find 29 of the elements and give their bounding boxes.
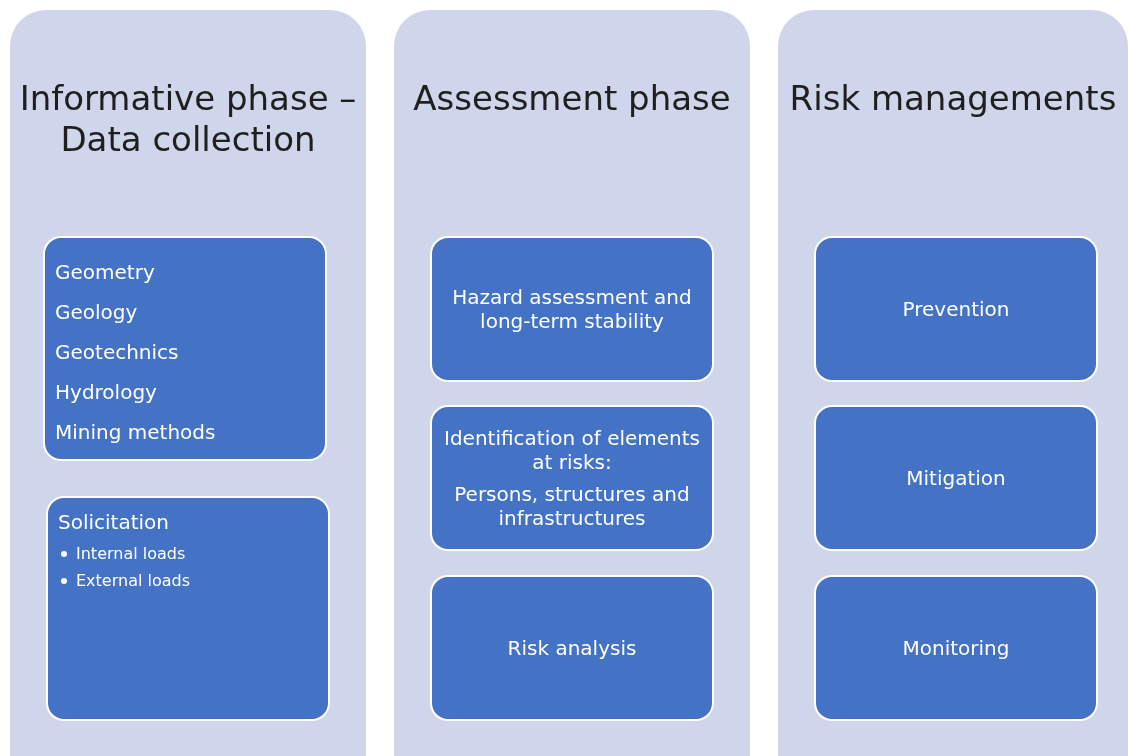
phase-panel — [778, 10, 1128, 756]
bullet-item: External loads — [76, 570, 190, 592]
list-item: Geotechnics — [55, 339, 179, 366]
list-item: Geometry — [55, 259, 155, 286]
box-text: Mitigation — [906, 466, 1006, 490]
phase-title: Risk managements — [788, 78, 1118, 119]
phase-title: Assessment phase — [412, 78, 732, 119]
step-box — [814, 236, 1098, 382]
bullet-item: Internal loads — [76, 543, 186, 565]
box-text: Monitoring — [902, 636, 1010, 660]
box-heading: Solicitation — [58, 510, 169, 534]
box-text: Risk analysis — [507, 636, 637, 660]
step-box — [43, 236, 327, 461]
phase-panel — [10, 10, 366, 756]
step-box — [814, 405, 1098, 551]
phase-panel — [394, 10, 750, 756]
step-box — [814, 575, 1098, 721]
phase-title: Informative phase – Data collection — [18, 78, 358, 160]
step-box — [430, 236, 714, 382]
box-text: Identification of elements at risks: — [444, 426, 700, 474]
box-text: Hazard assessment and long-term stability — [451, 285, 693, 333]
box-text: Prevention — [902, 297, 1010, 321]
step-box — [46, 496, 330, 721]
step-box — [430, 405, 714, 551]
list-item: Hydrology — [55, 379, 157, 406]
list-item: Mining methods — [55, 419, 216, 446]
box-text: Persons, structures and infrastructures — [453, 482, 691, 530]
step-box — [430, 575, 714, 721]
list-item: Geology — [55, 299, 138, 326]
